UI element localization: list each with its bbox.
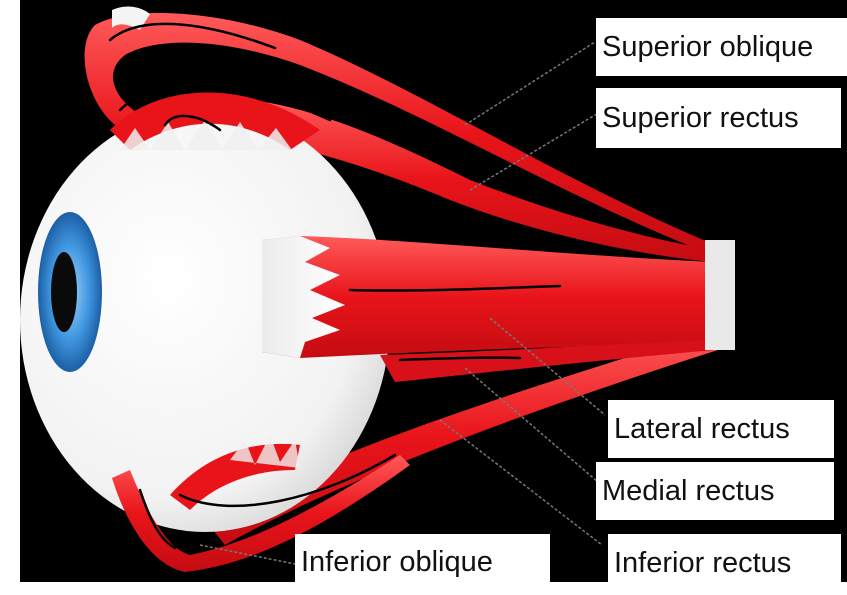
annulus-of-zinn (705, 240, 735, 350)
label-lateral-rectus: Lateral rectus (608, 400, 834, 458)
superior-rectus-fringe (120, 120, 292, 150)
pupil (51, 252, 77, 332)
superior-oblique-tendon (112, 6, 150, 30)
label-superior-oblique: Superior oblique (596, 18, 847, 76)
superior-oblique-muscle (84, 13, 715, 255)
lateral-rectus-muscle (262, 236, 715, 358)
inferior-rectus-fringe (230, 435, 300, 468)
label-superior-rectus: Superior rectus (596, 88, 841, 148)
superior-rectus-insertion (110, 92, 320, 150)
medial-rectus-muscle (380, 340, 715, 382)
label-inferior-oblique: Inferior oblique (295, 534, 550, 590)
eyeball (20, 108, 390, 532)
label-inferior-rectus: Inferior rectus (608, 534, 841, 592)
annotation-strokes (108, 22, 562, 550)
lateral-rectus-tendon-fringe (262, 236, 345, 358)
inferior-oblique-muscle (112, 455, 410, 572)
label-medial-rectus: Medial rectus (596, 462, 834, 520)
leader-lines (199, 41, 606, 566)
